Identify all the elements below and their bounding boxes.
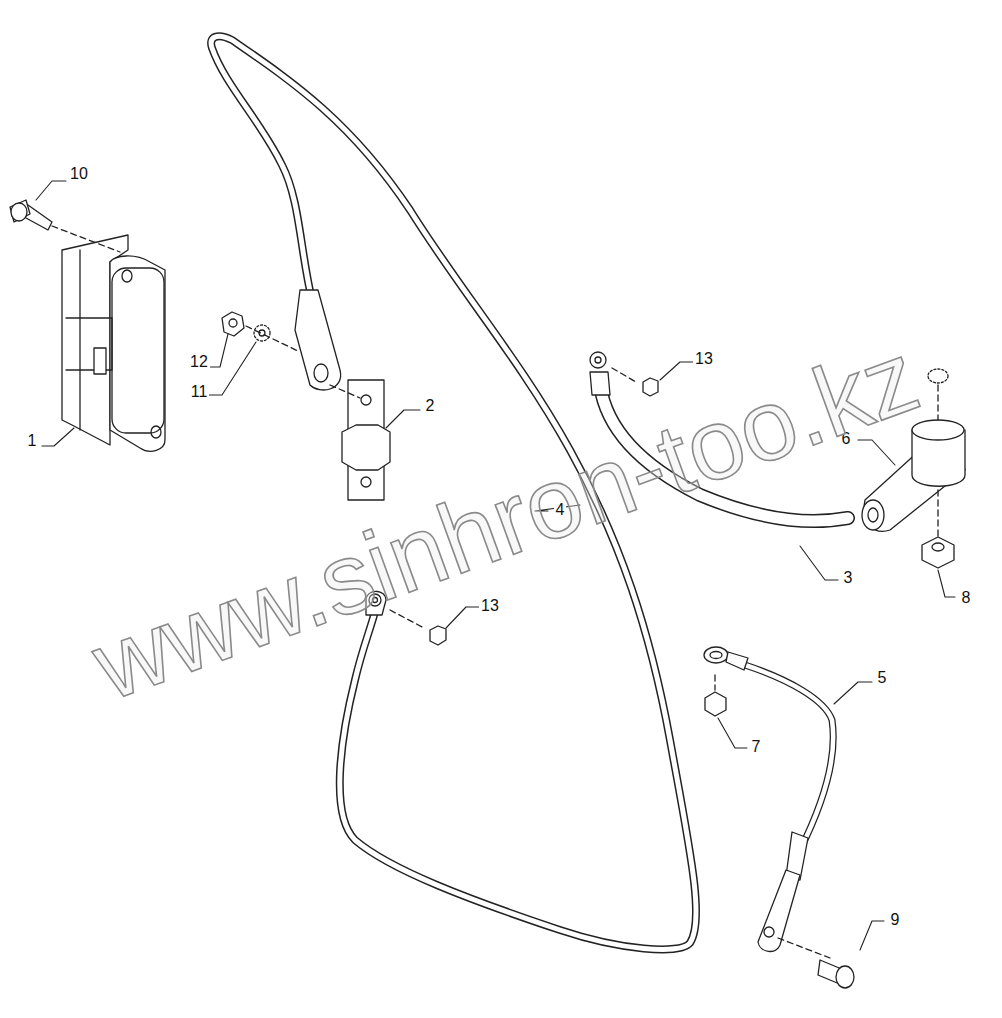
callout-number: 13 xyxy=(693,350,715,368)
callout-number: 12 xyxy=(188,353,210,371)
fuse-link xyxy=(330,380,390,500)
callout-number: 3 xyxy=(842,569,855,587)
relay-housing xyxy=(62,235,165,451)
callout-number: 9 xyxy=(889,911,902,929)
callout-number: 11 xyxy=(189,383,210,401)
callout-number: 7 xyxy=(750,738,763,756)
callout-number: 8 xyxy=(960,589,973,607)
callout-number: 13 xyxy=(479,597,501,615)
ground-strap xyxy=(704,647,854,988)
nut-washer xyxy=(222,312,300,352)
callout-number: 2 xyxy=(424,397,437,415)
callout-number: 10 xyxy=(68,165,90,183)
nut xyxy=(390,610,446,645)
leader-lines xyxy=(36,181,955,950)
callout-number: 1 xyxy=(26,432,39,450)
callout-number: 5 xyxy=(876,669,889,687)
screw xyxy=(10,200,120,252)
